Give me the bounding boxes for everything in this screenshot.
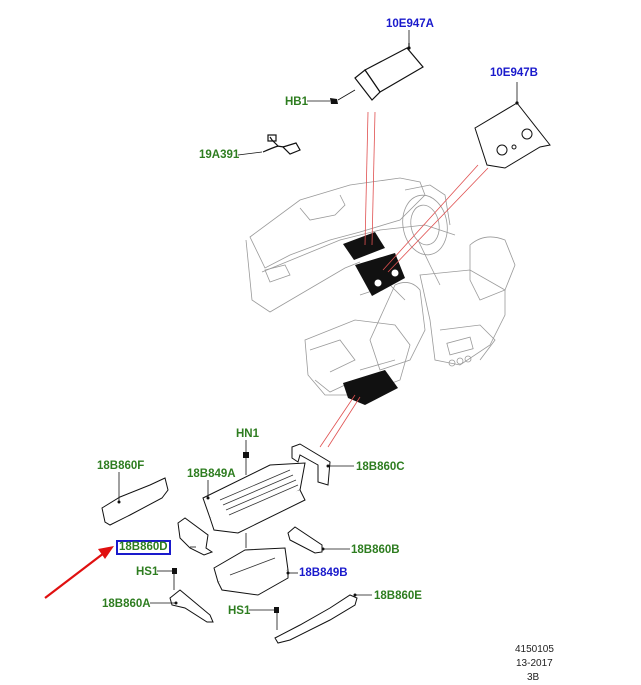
label-18B860C[interactable]: 18B860C [356,461,405,473]
part-18B860B-bracket[interactable] [287,526,323,554]
label-HS1-left[interactable]: HS1 [136,566,159,578]
part-18B860A-bracket[interactable] [169,589,214,623]
callout-lines [319,111,489,448]
label-19A391[interactable]: 19A391 [199,149,240,161]
part-18B860D-bracket[interactable] [177,517,214,556]
label-18B860D-selected[interactable]: 18B860D [116,540,171,555]
highlighted-parts-in-car [343,232,405,405]
part-10E947B-control-panel[interactable] [474,102,551,169]
label-HN1[interactable]: HN1 [236,428,260,440]
part-HB1-screw[interactable] [330,89,356,104]
upper-screen-silhouette [343,232,385,260]
label-18B860A[interactable]: 18B860A [102,598,151,610]
label-18B860F[interactable]: 18B860F [97,460,145,472]
footer-date-code: 13-2017 [516,658,553,669]
part-18B860C-bracket[interactable] [291,443,331,486]
amplifier-silhouette [343,370,398,405]
footer-revision: 3B [527,672,540,683]
pointer-arrow [44,546,114,599]
part-HN1-bolt[interactable] [243,452,249,475]
part-18B860F-bracket[interactable] [101,477,169,526]
label-18B860B[interactable]: 18B860B [351,544,400,556]
label-18B860E[interactable]: 18B860E [374,590,422,602]
car-interior-drawing [245,177,516,396]
part-10E947A-touchscreen[interactable] [354,43,424,101]
part-18B849B-amplifier[interactable] [213,547,289,596]
label-18B849B[interactable]: 18B849B [299,567,348,579]
label-HS1-right[interactable]: HS1 [228,605,251,617]
part-18B860E-bracket[interactable] [274,594,358,644]
label-18B849A[interactable]: 18B849A [187,468,236,480]
climate-panel-silhouette [355,253,405,296]
part-HS1-screw-left[interactable] [172,568,177,590]
footer-illustration-number: 4150105 [515,644,554,655]
label-HB1[interactable]: HB1 [285,96,309,108]
part-19A391-harness[interactable] [262,134,301,155]
label-10E947A[interactable]: 10E947A [386,18,434,30]
part-HS1-screw-right[interactable] [274,607,279,630]
label-10E947B[interactable]: 10E947B [490,67,538,79]
part-18B849A-amplifier[interactable] [202,462,306,534]
